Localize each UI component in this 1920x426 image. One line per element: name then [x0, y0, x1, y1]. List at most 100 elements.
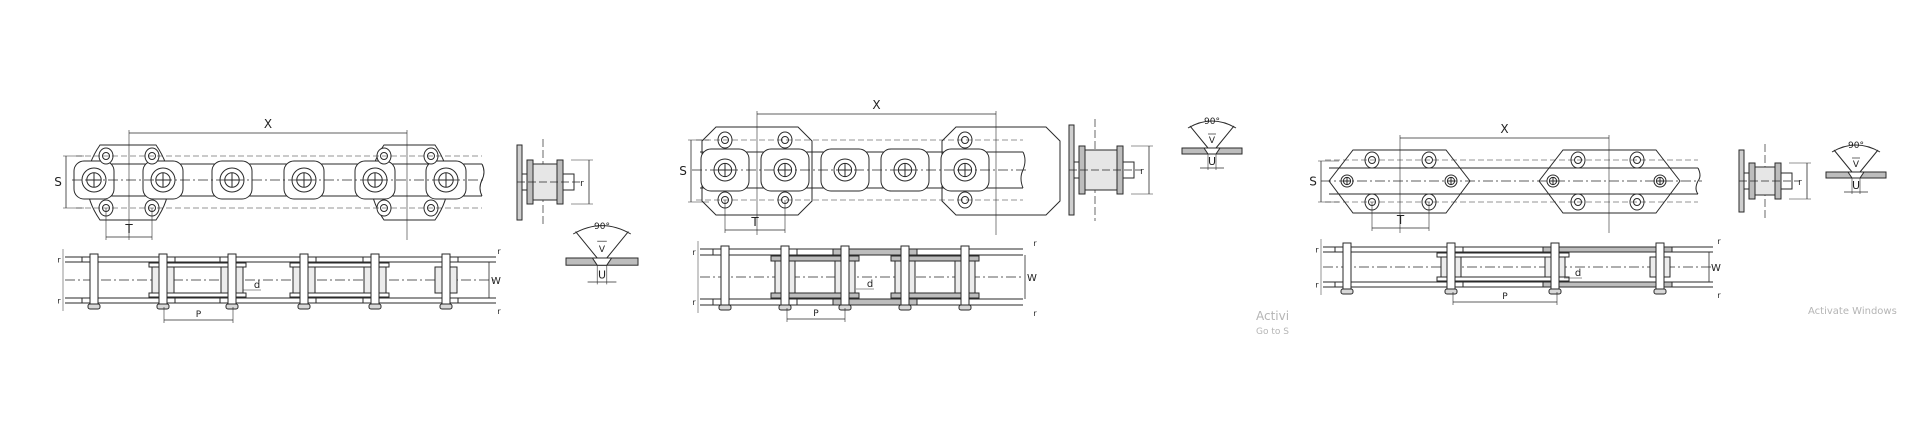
- dimension-label-u: U: [598, 268, 606, 281]
- pin: [227, 253, 237, 308]
- dimension-label-v: V: [1853, 160, 1860, 170]
- pin: [158, 253, 168, 308]
- roller-section: [1084, 149, 1118, 191]
- pin: [1342, 242, 1352, 293]
- outer-link-plate: [219, 256, 317, 263]
- outer-link-plate: [832, 248, 918, 256]
- pin: [1446, 242, 1456, 293]
- dimension-label-r: r: [1798, 178, 1802, 188]
- outer-link-plate: [1334, 281, 1464, 288]
- dimension-label-v: V: [1209, 136, 1216, 146]
- dimension-label-x: X: [1500, 122, 1508, 136]
- outer-link-plate: [362, 256, 459, 263]
- pin-head: [958, 304, 972, 311]
- dimension-label-d: d: [867, 279, 873, 290]
- dimension-label-u: U: [1208, 155, 1216, 168]
- angle-arc: [572, 225, 632, 235]
- pin: [441, 253, 451, 308]
- inner-link-plate: [148, 262, 247, 268]
- dimension-label-s: S: [54, 175, 62, 189]
- pin-head: [1653, 288, 1667, 295]
- inner-link-plate: [890, 255, 980, 262]
- angle-label: 90°: [1848, 141, 1864, 151]
- inner-link-plate: [289, 292, 390, 298]
- pin-head: [156, 303, 170, 310]
- inner-link-plate: [1436, 276, 1570, 282]
- dimension-label-x: X: [872, 98, 880, 112]
- pin-head: [1340, 288, 1354, 295]
- pin: [840, 245, 850, 309]
- dimension-label-d: d: [1575, 268, 1581, 279]
- dimension-label-u: U: [1852, 179, 1860, 192]
- inner-link-plate: [289, 262, 390, 268]
- dimension-label-w: W: [491, 276, 501, 287]
- dimension-label-t: T: [1396, 213, 1405, 227]
- dimension-label-w: W: [1711, 263, 1721, 274]
- break-line: [1695, 167, 1701, 195]
- angle-label: 90°: [1204, 117, 1220, 127]
- pin-head: [439, 303, 453, 310]
- inner-link-plate: [1436, 252, 1570, 258]
- pin: [780, 245, 790, 309]
- outer-link-plate: [712, 248, 798, 256]
- dimension-label-r: r: [692, 248, 696, 257]
- pin: [900, 245, 910, 309]
- dimension-label-r: r: [1315, 246, 1319, 255]
- dimension-label-r: r: [692, 298, 696, 307]
- outer-link-plate: [81, 256, 176, 263]
- inner-link-plate: [770, 292, 860, 299]
- dimension-label-s: S: [1309, 175, 1317, 189]
- dimension-label-t: T: [750, 215, 759, 229]
- pin: [720, 245, 730, 309]
- dimension-label-r: r: [497, 307, 501, 316]
- pin-head: [1444, 288, 1458, 295]
- dimension-label-r: r: [497, 247, 501, 256]
- dimension-label-r: r: [1717, 291, 1721, 300]
- attachment-plate-section: [516, 144, 523, 221]
- dimension-label-p: P: [813, 309, 819, 319]
- pin-head: [898, 304, 912, 311]
- dimension-label-p: P: [1502, 292, 1508, 302]
- dimension-label-r: r: [1140, 167, 1144, 177]
- pin: [370, 253, 380, 308]
- pin-head: [87, 303, 101, 310]
- outer-link-plate: [219, 297, 317, 304]
- dimension-label-t: T: [124, 222, 133, 236]
- pin-head: [718, 304, 732, 311]
- pin-head: [368, 303, 382, 310]
- pin: [299, 253, 309, 308]
- windows-watermark-activate-full: Activate Windows: [1808, 306, 1897, 317]
- inner-link-plate: [890, 292, 980, 299]
- outer-link-plate: [712, 298, 798, 306]
- dimension-label-r: r: [1717, 237, 1721, 246]
- pin-head: [1548, 288, 1562, 295]
- dimension-label-p: P: [196, 310, 202, 320]
- groove-angle-lines: [1189, 125, 1235, 149]
- pin-head: [297, 303, 311, 310]
- outer-link-plate: [1334, 246, 1464, 253]
- pin: [960, 245, 970, 309]
- outer-link-plate: [362, 297, 459, 304]
- inner-link-plate: [148, 292, 247, 298]
- dimension-label-r: r: [57, 256, 61, 265]
- outer-link-plate: [832, 298, 918, 306]
- dimension-label-w: W: [1027, 273, 1037, 284]
- windows-watermark-goto: Go to S: [1256, 327, 1289, 337]
- angle-arc: [1187, 120, 1237, 129]
- outer-link-plate: [1542, 246, 1673, 253]
- dimension-label-r: r: [580, 179, 584, 189]
- dimension-label-r: r: [1033, 239, 1037, 248]
- pin: [1550, 242, 1560, 293]
- pin: [1655, 242, 1665, 293]
- outer-link-plate: [1542, 281, 1673, 288]
- pin: [89, 253, 99, 308]
- dimension-label-s: S: [679, 164, 687, 178]
- dimension-label-v: V: [599, 245, 606, 255]
- dimension-label-r: r: [57, 297, 61, 306]
- windows-watermark-activate: Activi: [1256, 309, 1289, 323]
- inner-link-plate: [770, 255, 860, 262]
